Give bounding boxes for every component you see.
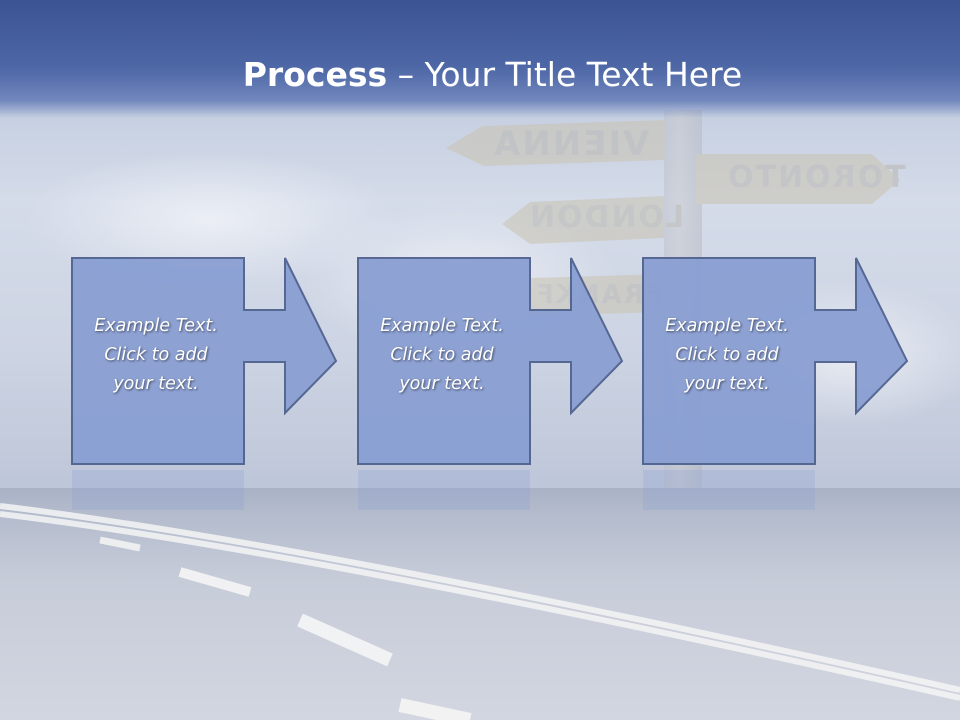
step-arrow-shape: [71, 257, 338, 465]
step-text[interactable]: Example Text. Click to add your text.: [70, 312, 242, 399]
slide-title[interactable]: Process – Your Title Text Here: [0, 55, 960, 94]
step-text[interactable]: Example Text. Click to add your text.: [641, 312, 813, 399]
step-text-line: Click to add: [675, 345, 779, 365]
step-text-line: your text.: [113, 374, 199, 394]
step-text[interactable]: Example Text. Click to add your text.: [356, 312, 528, 399]
step-reflection: [358, 470, 530, 510]
step-text-line: Example Text.: [94, 316, 218, 336]
step-text-line: Click to add: [104, 345, 208, 365]
step-text-line: Example Text.: [380, 316, 504, 336]
step-text-line: your text.: [684, 374, 770, 394]
step-text-line: your text.: [399, 374, 485, 394]
process-step-3[interactable]: Example Text. Click to add your text.: [641, 256, 960, 468]
process-step-1[interactable]: Example Text. Click to add your text.: [70, 256, 410, 468]
step-text-line: Example Text.: [665, 316, 789, 336]
step-text-line: Click to add: [390, 345, 494, 365]
step-reflection: [72, 470, 244, 510]
step-arrow-shape: [642, 257, 909, 465]
step-arrow-shape: [357, 257, 624, 465]
process-step-2[interactable]: Example Text. Click to add your text.: [356, 256, 696, 468]
title-bold: Process: [242, 55, 388, 94]
title-band: [0, 0, 960, 118]
step-reflection: [643, 470, 815, 510]
title-rest: – Your Title Text Here: [387, 55, 743, 94]
